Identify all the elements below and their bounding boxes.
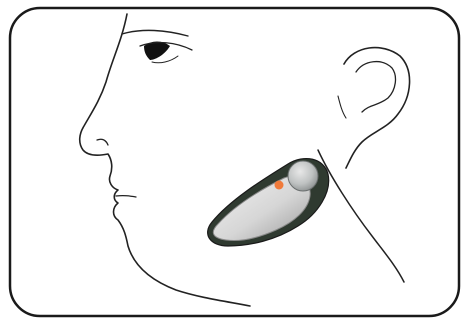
device-button (288, 161, 318, 191)
image-frame (10, 8, 459, 316)
indicator-led (275, 181, 284, 190)
